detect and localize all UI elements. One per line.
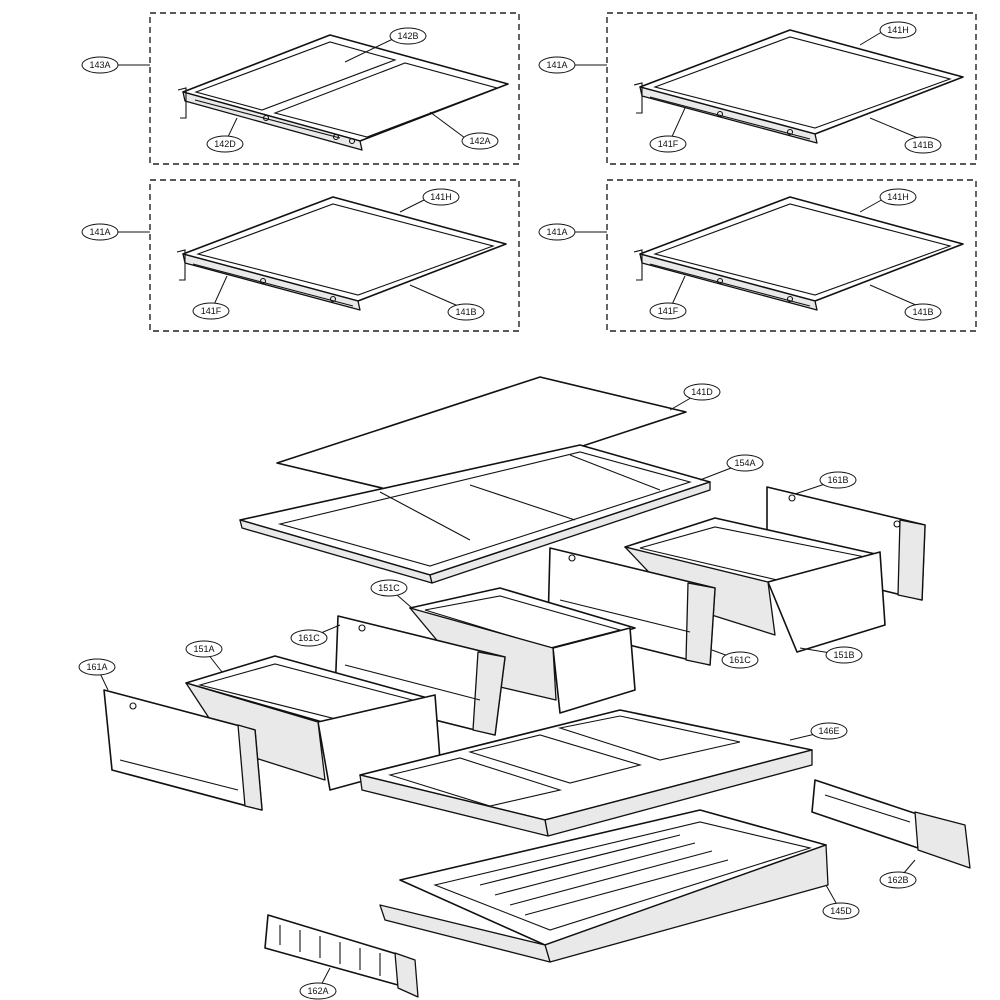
callout-141b-bottom-left: 141B [447,303,485,321]
callout-142b: 142B [389,27,427,45]
callout-141b-bottom-right: 141B [904,303,942,321]
callout-161c-text: 161C [298,633,320,643]
callout-161a-text: 161A [86,662,107,672]
callout-142b-text: 142B [397,31,418,41]
callout-141h-bottom-left: 141H [422,188,460,206]
callout-141h-bottom-right: 141H [879,188,917,206]
callout-141b-text: 141B [912,307,933,317]
glass-shelf-drawing [176,196,507,311]
dashed-frame [149,12,520,165]
callout-154a-text: 154A [734,458,755,468]
callout-141f-text: 141F [658,306,679,316]
callout-141h-text: 141H [887,192,909,202]
crisper-base-146e [359,709,813,837]
callout-151a: 151A [185,640,223,658]
callout-146e: 146E [810,722,848,740]
callout-142a: 142A [461,132,499,150]
callout-142a-text: 142A [469,136,490,146]
callout-141d-text: 141D [691,387,713,397]
callout-141h-text: 141H [887,25,909,35]
glass-shelf-drawing [633,196,964,311]
drawer-divider-161a [103,689,263,811]
callout-154a: 154A [726,454,764,472]
front-rail-162a [264,914,419,998]
callout-141a-bottom-right: 141A [538,223,576,241]
callout-151c-text: 151C [378,583,400,593]
callout-141a-top-right: 141A [538,56,576,74]
callout-162b-text: 162B [887,875,908,885]
split-shelf-drawing [177,34,509,151]
callout-141b-top-right: 141B [904,136,942,154]
callout-141b-text: 141B [912,140,933,150]
callout-141f-bottom-left: 141F [192,302,230,320]
callout-151b: 151B [825,646,863,664]
bottom-tray-145d [379,809,829,963]
shelf-assembly-141a-panel-bottom-right [606,179,977,332]
callout-161b: 161B [819,471,857,489]
shelf-assembly-141a-panel-bottom-left [149,179,520,332]
drawer-divider-161c-upper [547,547,716,666]
dashed-frame [606,179,977,332]
side-rail-162b [811,779,971,869]
callout-141d: 141D [683,383,721,401]
callout-162a-text: 162A [307,986,328,996]
callout-141f-bottom-right: 141F [649,302,687,320]
callout-141f-text: 141F [201,306,222,316]
callout-141h-top-right: 141H [879,21,917,39]
dashed-frame [606,12,977,165]
callout-142d: 142D [206,135,244,153]
callout-162a: 162A [299,982,337,1000]
callout-141a-bottom-left: 141A [81,223,119,241]
callout-141a-text: 141A [546,60,567,70]
callout-141a-text: 141A [89,227,110,237]
glass-shelf-drawing [633,29,964,144]
callout-141f-top-right: 141F [649,135,687,153]
callout-151b-text: 151B [833,650,854,660]
callout-143a: 143A [81,56,119,74]
callout-141b-text: 141B [455,307,476,317]
callout-151c: 151C [370,579,408,597]
callout-142d-text: 142D [214,139,236,149]
shelf-assembly-143a-panel [149,12,520,165]
callout-161c-text: 161C [729,655,751,665]
callout-141a-text: 141A [546,227,567,237]
callout-141h-text: 141H [430,192,452,202]
crisper-cover-frame-154a [239,444,711,584]
callout-145d: 145D [822,902,860,920]
callout-145d-text: 145D [830,906,852,916]
callout-161a: 161A [78,658,116,676]
callout-162b: 162B [879,871,917,889]
callout-161c-lower: 161C [290,629,328,647]
callout-151a-text: 151A [193,644,214,654]
glass-cover-141d [276,376,687,499]
callout-146e-text: 146E [818,726,839,736]
dashed-frame [149,179,520,332]
callout-143a-text: 143A [89,60,110,70]
callout-161b-text: 161B [827,475,848,485]
callout-141f-text: 141F [658,139,679,149]
shelf-assembly-141a-panel-top-right [606,12,977,165]
callout-161c-upper: 161C [721,651,759,669]
